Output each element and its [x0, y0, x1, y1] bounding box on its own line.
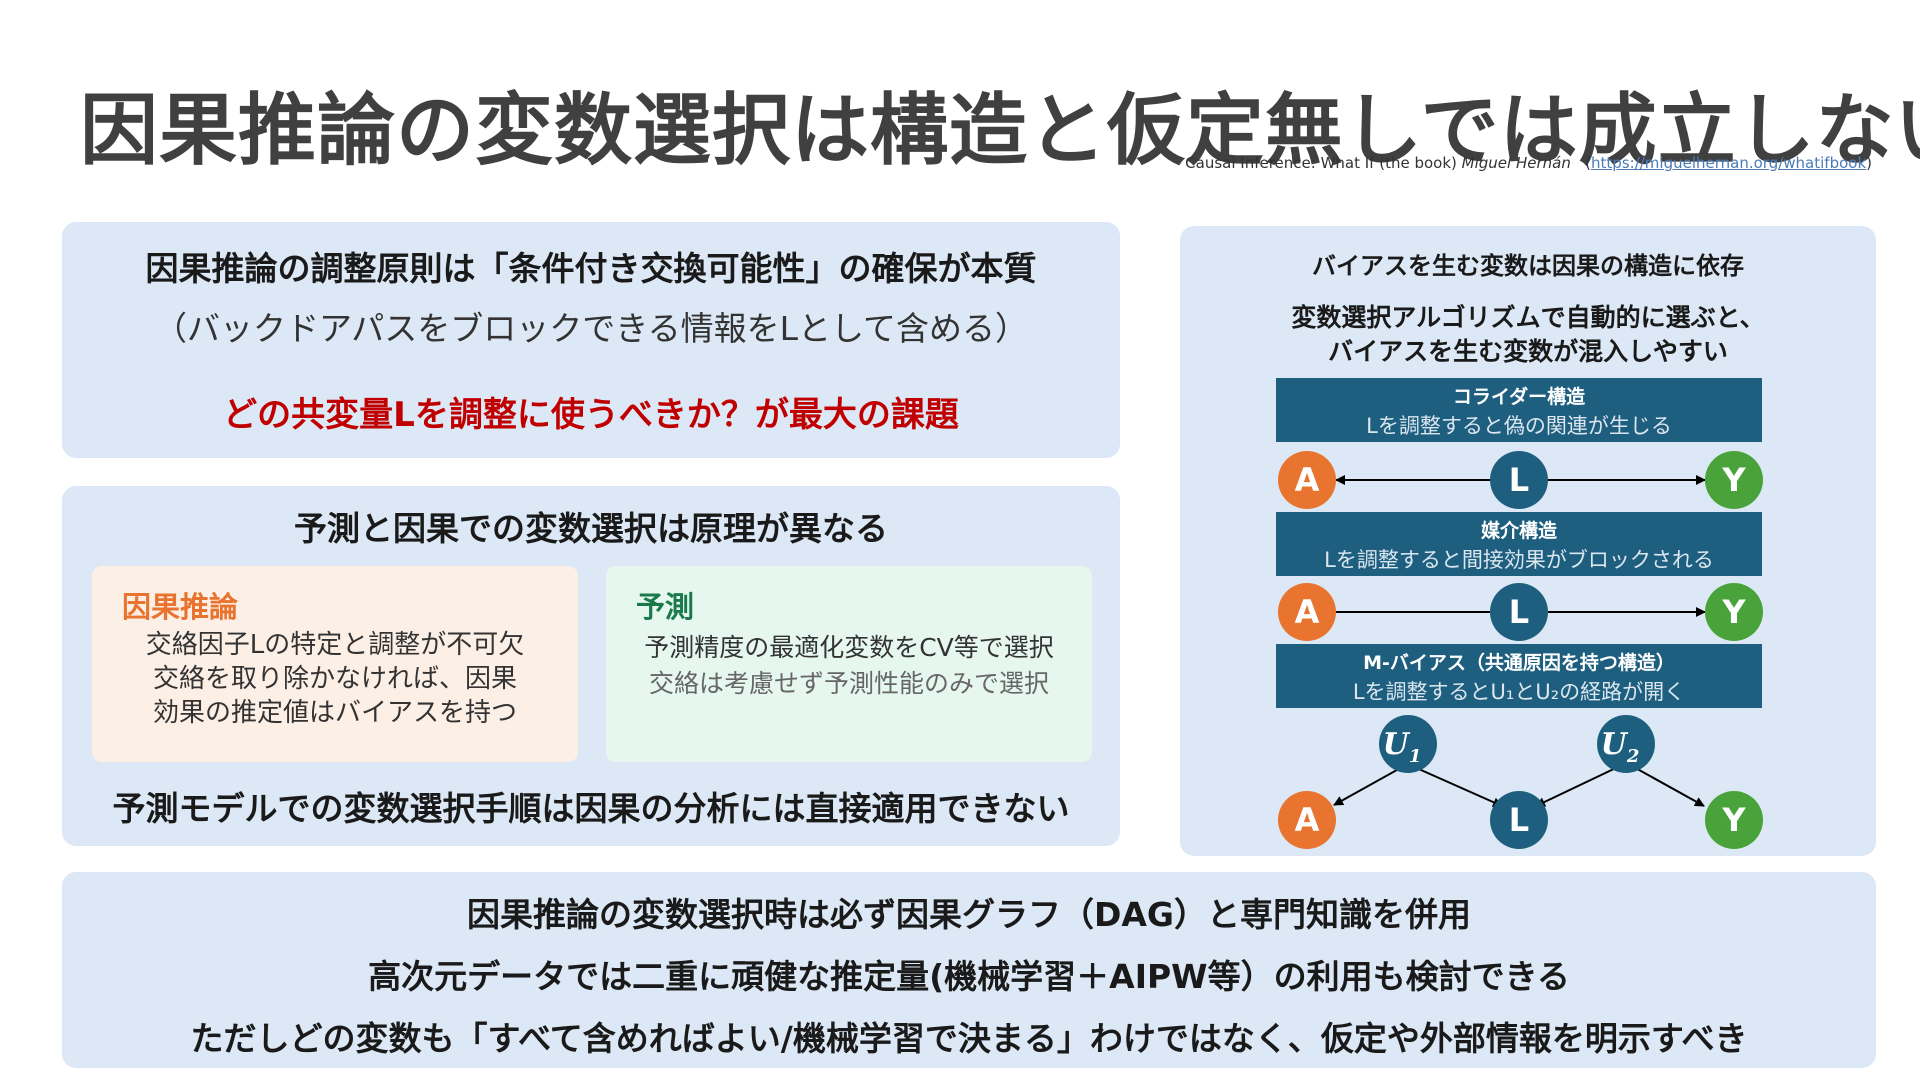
source-book: Causal Inference: What If (the book) — [1185, 154, 1457, 172]
mediator-node-a: A — [1278, 583, 1336, 641]
causal-card-line-2: 交絡を取り除かなければ、因果 — [152, 664, 517, 694]
prediction-vs-causal-heading: 予測と因果での変数選択は原理が異なる — [294, 509, 888, 548]
collider-node-l: L — [1490, 451, 1548, 509]
mbias-node-u1-sub: 1 — [1409, 746, 1422, 767]
summary-panel: 因果推論の変数選択時は必ず因果グラフ（DAG）と専門知識を併用 高次元データでは… — [62, 872, 1876, 1068]
mbias-node-l-label: L — [1509, 801, 1529, 839]
mbias-edge-u2-l — [1535, 765, 1621, 807]
source-close-paren: ) — [1866, 154, 1872, 172]
prediction-card: 予測 予測精度の最適化変数をCV等で選択 交絡は考慮せず予測性能のみで選択 — [606, 566, 1092, 762]
collider-title: コライダー構造 — [1452, 386, 1586, 408]
bias-structure-heading: バイアスを生む変数は因果の構造に依存 — [1312, 252, 1744, 280]
mbias-node-y-label: Y — [1721, 801, 1746, 839]
collider-node-y: Y — [1705, 451, 1763, 509]
collider-node-y-label: Y — [1721, 461, 1746, 499]
causal-card: 因果推論 交絡因子Lの特定と調整が不可欠 交絡を取り除かなければ、因果 効果の推… — [92, 566, 578, 762]
mediator-node-y: Y — [1705, 583, 1763, 641]
summary-line-2: 高次元データでは二重に頑健な推定量(機械学習＋AIPW等）の利用も検討できる — [368, 957, 1570, 996]
collider-node-a-label: A — [1295, 461, 1320, 499]
mediator-node-l: L — [1490, 583, 1548, 641]
mediator-node-y-label: Y — [1721, 593, 1746, 631]
adjustment-principle-heading: 因果推論の調整原則は「条件付き交換可能性」の確保が本質 — [145, 249, 1037, 288]
mbias-edge-u1-a — [1333, 765, 1405, 806]
bias-structure-sub-1: 変数選択アルゴリズムで自動的に選ぶと、 — [1291, 303, 1765, 332]
page-title: 因果推論の変数選択は構造と仮定無しでは成立しない — [80, 86, 1920, 176]
causal-card-title: 因果推論 — [122, 590, 239, 624]
mbias-desc: Lを調整するとU₁とU₂の経路が開く — [1352, 680, 1686, 704]
prediction-card-line-1: 予測精度の最適化変数をCV等で選択 — [644, 633, 1054, 662]
source-open-paren: ( — [1585, 154, 1592, 172]
mbias-node-a: A — [1278, 791, 1336, 849]
prediction-card-line-2: 交絡は考慮せず予測性能のみで選択 — [648, 669, 1049, 698]
mbias-node-u2-sub: 2 — [1626, 746, 1640, 767]
mbias-node-u2-label: U — [1601, 727, 1629, 762]
mbias-edge-u1-l — [1411, 765, 1503, 807]
mbias-edge-u2-y — [1631, 765, 1705, 807]
summary-line-3: ただしどの変数も「すべて含めればよい/機械学習で決まる」わけではなく、仮定や外部… — [190, 1019, 1748, 1058]
collider-desc: Lを調整すると偽の関連が生じる — [1366, 414, 1672, 438]
mbias-node-u2: U2 — [1597, 715, 1655, 773]
causal-dag-diagram: A L Y A L Y U1 U2 — [1278, 451, 1763, 849]
adjustment-principle-panel: 因果推論の調整原則は「条件付き交換可能性」の確保が本質 （バックドアパスをブロッ… — [62, 222, 1120, 458]
mbias-node-a-label: A — [1295, 801, 1320, 839]
mediator-title: 媒介構造 — [1480, 520, 1557, 542]
prediction-card-title: 予測 — [636, 590, 695, 624]
mbias-node-u1: U1 — [1379, 715, 1437, 773]
causal-card-line-3: 効果の推定値はバイアスを持つ — [152, 698, 517, 728]
collider-node-a: A — [1278, 451, 1336, 509]
summary-line-1: 因果推論の変数選択時は必ず因果グラフ（DAG）と専門知識を併用 — [466, 895, 1472, 934]
mbias-node-u1-label: U — [1383, 727, 1411, 762]
source-citation: Causal Inference: What If (the book) Mig… — [1185, 154, 1872, 172]
mediator-node-l-label: L — [1509, 593, 1529, 631]
mediator-desc: Lを調整すると間接効果がブロックされる — [1324, 548, 1714, 572]
collider-node-l-label: L — [1509, 461, 1529, 499]
mbias-node-l: L — [1490, 791, 1548, 849]
source-link[interactable]: https://miguelhernan.org/whatifbook — [1591, 154, 1867, 172]
adjustment-principle-emphasis: どの共変量Lを調整に使うべきか？が最大の課題 — [223, 395, 959, 435]
collider-banner: コライダー構造 Lを調整すると偽の関連が生じる — [1276, 378, 1762, 442]
prediction-vs-causal-footer: 予測モデルでの変数選択手順は因果の分析には直接適用できない — [112, 789, 1070, 828]
adjustment-principle-sub: （バックドアパスをブロックできる情報をLとして含める） — [153, 309, 1029, 348]
prediction-vs-causal-panel: 予測と因果での変数選択は原理が異なる 因果推論 交絡因子Lの特定と調整が不可欠 … — [62, 486, 1120, 846]
bias-structure-panel: バイアスを生む変数は因果の構造に依存 変数選択アルゴリズムで自動的に選ぶと、 バ… — [1180, 226, 1876, 856]
svg-text:U1: U1 — [1383, 727, 1422, 767]
mbias-banner: M-バイアス（共通原因を持つ構造） Lを調整するとU₁とU₂の経路が開く — [1276, 644, 1762, 708]
mbias-node-y: Y — [1705, 791, 1763, 849]
causal-card-line-1: 交絡因子Lの特定と調整が不可欠 — [145, 630, 525, 660]
mbias-title: M-バイアス（共通原因を持つ構造） — [1363, 652, 1675, 674]
mediator-node-a-label: A — [1295, 593, 1320, 631]
mediator-banner: 媒介構造 Lを調整すると間接効果がブロックされる — [1276, 512, 1762, 576]
svg-text:U2: U2 — [1601, 727, 1640, 767]
source-author: Miguel Hernán — [1461, 154, 1571, 172]
bias-structure-sub-2: バイアスを生む変数が混入しやすい — [1328, 337, 1728, 366]
